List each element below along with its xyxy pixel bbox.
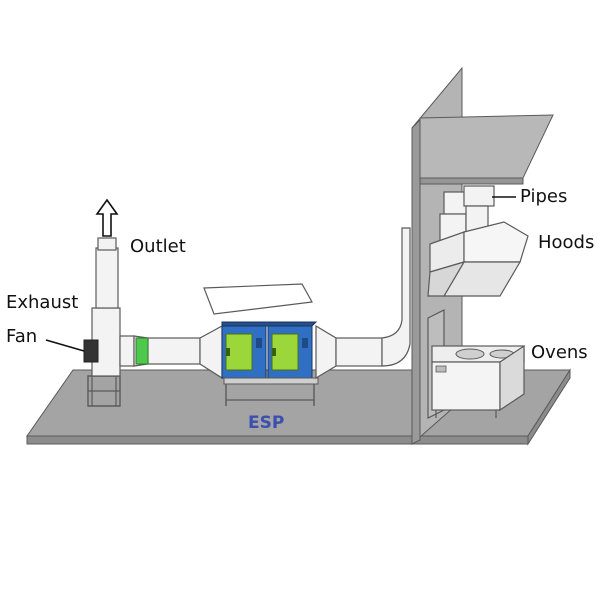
exhaust-fan: [83, 307, 135, 407]
ovens-label: Ovens: [531, 342, 588, 363]
label-leader-lines: [45, 196, 516, 352]
exhaust-label: Exhaust: [6, 292, 79, 313]
esp-unit: [221, 321, 319, 406]
outlet-arrow-icon: [95, 198, 119, 237]
ovens-cooking-line: [427, 309, 525, 419]
duct-fan-to-esp: [133, 324, 223, 380]
outlet-stack: [95, 237, 119, 309]
outlet-label: Outlet: [130, 236, 186, 257]
fan-label: Fan: [6, 326, 38, 347]
duct-esp-to-riser: [315, 227, 411, 380]
hood-pipes: [439, 185, 495, 245]
kitchen-hoods: [427, 221, 529, 297]
esp-canopy: [203, 283, 313, 315]
esp-label: ESP: [248, 413, 285, 433]
pipes-label: Pipes: [520, 186, 568, 207]
hoods-label: Hoods: [538, 232, 595, 253]
